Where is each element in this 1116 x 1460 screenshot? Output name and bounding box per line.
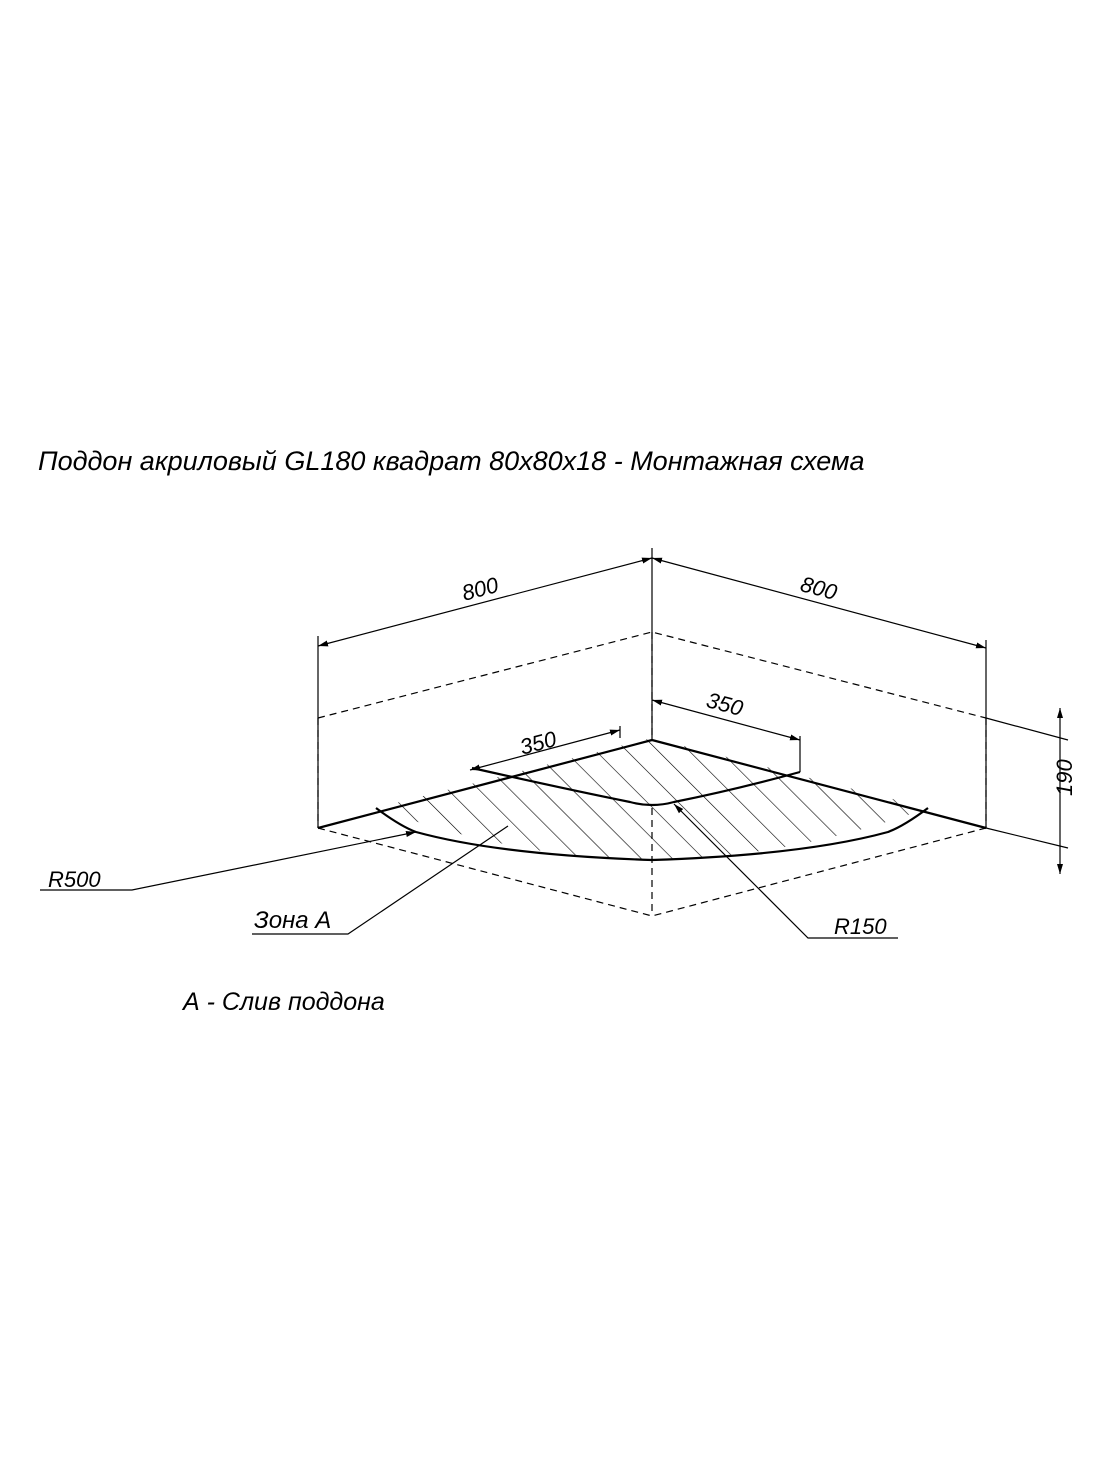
page-title: Поддон акриловый GL180 квадрат 80х80х18 … <box>38 446 865 476</box>
leader-r150 <box>673 803 898 939</box>
dimension-line-350-right <box>651 699 801 741</box>
dimension-800-left: 800 <box>459 572 502 606</box>
leader-r500 <box>40 831 417 891</box>
drain-note: А - Слив поддона <box>183 988 385 1016</box>
dimension-190: 190 <box>1052 759 1077 796</box>
dimension-line-350-left <box>469 729 621 771</box>
drain-zone-hatch <box>376 738 928 860</box>
label-zone-a: Зона А <box>254 907 331 934</box>
dimension-line-800-right <box>651 557 987 649</box>
height-extension-lines <box>985 717 1069 849</box>
label-r500: R500 <box>48 867 101 892</box>
dimension-line-800-left <box>317 557 653 647</box>
dimension-800-right: 800 <box>798 571 841 605</box>
label-r150: R150 <box>834 914 887 939</box>
dimension-350-left: 350 <box>517 726 560 760</box>
leader-zone-a <box>252 825 509 935</box>
